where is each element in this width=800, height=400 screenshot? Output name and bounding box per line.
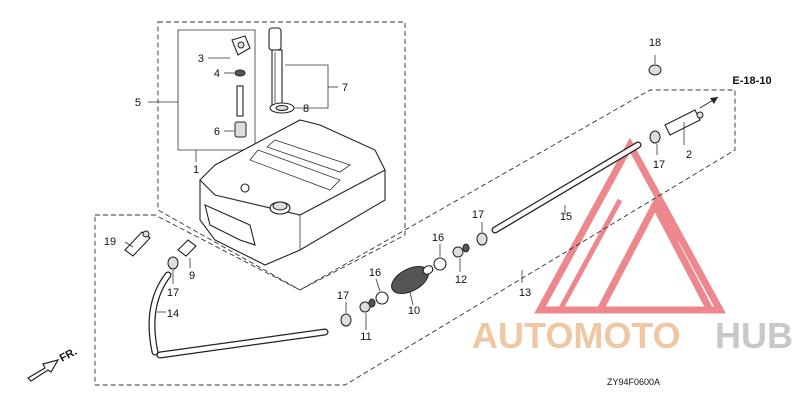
label-9: 9	[189, 270, 195, 282]
label-5: 5	[135, 97, 141, 109]
reference-label: E-18-10	[732, 75, 771, 87]
label-10: 10	[408, 305, 420, 317]
fuel-tank	[199, 119, 386, 266]
label-17-c: 17	[337, 290, 349, 302]
label-1: 1	[193, 164, 199, 176]
fuel-line-parts	[124, 64, 704, 359]
label-16-b: 16	[369, 267, 381, 279]
watermark-part1: AUTOMOTO	[472, 315, 681, 356]
label-19: 19	[104, 236, 116, 248]
label-16-a: 16	[432, 232, 444, 244]
label-15: 15	[560, 211, 572, 223]
watermark-part2: HUB	[715, 315, 793, 356]
label-12: 12	[455, 274, 467, 286]
label-11: 11	[360, 331, 371, 343]
leader-lines	[124, 55, 719, 330]
label-6: 6	[214, 126, 220, 138]
watermark-logo	[534, 137, 726, 314]
drawing-code: ZY94F0600A	[607, 377, 660, 387]
direction-label: FR.	[58, 346, 79, 365]
label-2: 2	[686, 149, 692, 161]
label-18: 18	[649, 37, 661, 49]
watermark-text: AUTOMOTO HUB	[472, 315, 793, 356]
label-17-b: 17	[472, 209, 484, 221]
tank-hardware	[231, 27, 295, 138]
front-direction-indicator: FR.	[27, 346, 79, 382]
label-8: 8	[303, 103, 309, 115]
part-labels: 5 3 4 6 7 8 1 18 E-18-10 2 17 15 13 17 1…	[104, 37, 772, 343]
label-17-d: 17	[167, 287, 179, 299]
label-13: 13	[519, 287, 531, 299]
label-4: 4	[214, 68, 220, 80]
label-3: 3	[198, 53, 204, 65]
label-7: 7	[342, 82, 348, 94]
label-17-a: 17	[653, 159, 665, 171]
label-14: 14	[167, 308, 179, 320]
